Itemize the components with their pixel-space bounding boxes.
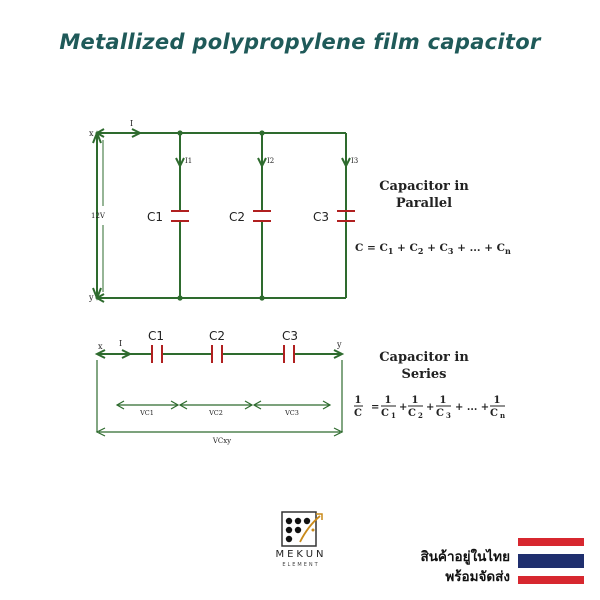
parallel-capacitor-c3 — [337, 210, 355, 222]
series-voltage-3: VC3 — [284, 409, 299, 417]
svg-text:C: C — [436, 408, 444, 419]
parallel-formula: C = C1 + C2 + C3 + ... + Cn — [355, 242, 511, 256]
parallel-circuit — [92, 128, 351, 303]
series-label-c3: C3 — [282, 329, 298, 343]
series-label-c1: C1 — [148, 329, 164, 343]
badge-line-2: พร้อมจัดส่ง — [445, 569, 510, 585]
parallel-voltage: 12V — [91, 212, 106, 220]
parallel-label-c1: C1 — [147, 210, 163, 224]
svg-text:+: + — [399, 402, 407, 413]
svg-text:1: 1 — [494, 395, 501, 406]
page-title: Metallized polypropylene film capacitor — [59, 30, 541, 54]
svg-text:1: 1 — [440, 395, 447, 406]
brand-subtitle: ELEMENT — [282, 562, 320, 568]
series-heading-line2: Series — [401, 367, 446, 382]
svg-text:1: 1 — [391, 411, 396, 420]
svg-text:2: 2 — [418, 411, 423, 420]
svg-text:n: n — [500, 411, 505, 420]
badge-line-1: สินค้าอยู่ในไทย — [420, 549, 510, 565]
series-voltage-2: VC2 — [208, 409, 223, 417]
parallel-heading-line2: Parallel — [396, 196, 452, 211]
svg-text:C: C — [381, 408, 389, 419]
parallel-label-c3: C3 — [313, 210, 329, 224]
svg-text:C: C — [490, 408, 498, 419]
parallel-current-2: I2 — [267, 157, 274, 165]
series-heading-line1: Capacitor in — [379, 350, 469, 365]
series-circuit — [94, 349, 345, 359]
svg-text:+ ... +: + ... + — [455, 402, 489, 413]
svg-text:1: 1 — [355, 395, 362, 406]
svg-text:=: = — [371, 402, 379, 413]
parallel-current-1: I1 — [185, 157, 192, 165]
svg-text:C: C — [408, 408, 416, 419]
thailand-flag-icon — [518, 538, 584, 584]
svg-text:1: 1 — [412, 395, 419, 406]
series-capacitor-c1 — [151, 345, 163, 363]
parallel-label-c2: C2 — [229, 210, 245, 224]
parallel-capacitor-c2 — [253, 210, 271, 222]
brand-name: MEKUN — [275, 549, 327, 560]
series-total-voltage: VCxy — [212, 437, 231, 445]
parallel-node-x: x — [89, 129, 94, 138]
series-node-x: x — [98, 342, 103, 351]
parallel-current-3: I3 — [351, 157, 358, 165]
svg-text:3: 3 — [446, 411, 451, 420]
svg-text:1: 1 — [385, 395, 392, 406]
series-voltage-1: VC1 — [139, 409, 154, 417]
series-capacitor-c3 — [283, 345, 295, 363]
svg-text:+: + — [426, 402, 434, 413]
series-node-y: y — [336, 340, 342, 349]
series-label-c2: C2 — [209, 329, 225, 343]
brand-logo-icon — [281, 511, 323, 547]
parallel-current-main: I — [130, 119, 133, 128]
svg-text:C: C — [354, 408, 362, 419]
series-current-main: I — [119, 339, 122, 348]
parallel-capacitor-c1 — [171, 210, 189, 222]
parallel-heading-line1: Capacitor in — [379, 179, 469, 194]
series-capacitor-c2 — [211, 345, 223, 363]
parallel-node-y: y — [88, 293, 94, 302]
